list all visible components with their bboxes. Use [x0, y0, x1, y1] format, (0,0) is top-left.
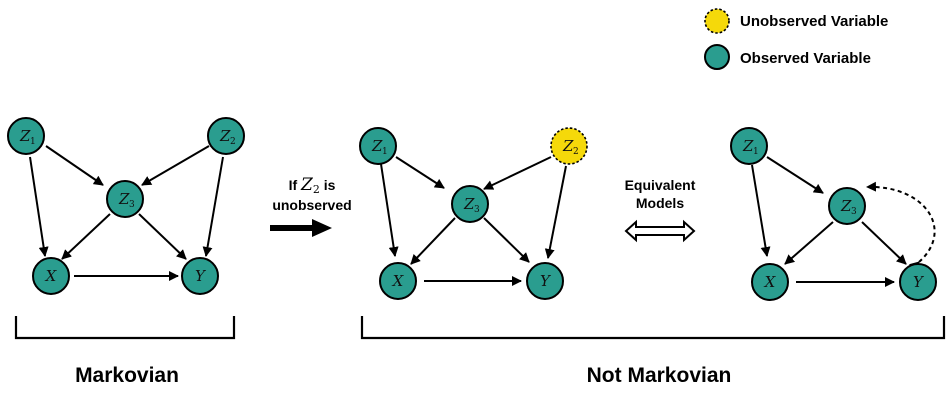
edge-z2-z3 — [483, 156, 552, 190]
edge-z1-z3 — [45, 145, 104, 186]
edge-z1-x — [29, 156, 49, 257]
graph-not-markovian-a: Z 1 Z 2 Z 3 X Y — [359, 127, 588, 300]
svg-text:2: 2 — [573, 147, 579, 157]
svg-text:Z: Z — [118, 190, 130, 208]
bracket-markovian — [14, 316, 236, 340]
edge-z3-x — [784, 221, 834, 265]
node-z3: Z 3 — [828, 187, 866, 225]
svg-text:3: 3 — [474, 205, 480, 215]
legend-unobserved: Unobserved Variable — [704, 8, 888, 34]
svg-text:Z: Z — [562, 137, 574, 155]
node-x: X — [751, 263, 789, 301]
svg-text:3: 3 — [851, 207, 857, 217]
bracket-not-markovian — [360, 316, 946, 340]
node-z3: Z 3 — [451, 185, 489, 223]
edge-z2-y — [544, 165, 567, 259]
node-y: Y — [526, 262, 564, 300]
svg-text:X: X — [392, 272, 405, 290]
svg-text:X: X — [45, 267, 58, 285]
caption-not-markovian: Not Markovian — [587, 364, 732, 387]
svg-text:2: 2 — [230, 137, 236, 147]
edge-z1-z3 — [395, 156, 445, 189]
annotation-if-unobserved: If Z2 is unobserved — [270, 175, 352, 237]
node-y: Y — [181, 257, 219, 295]
svg-text:Y: Y — [913, 273, 925, 291]
annotation-line1: If Z2 is — [289, 175, 336, 196]
edge-z3-y — [861, 221, 907, 265]
edge-z3-x — [61, 213, 111, 260]
svg-text:Z: Z — [219, 127, 231, 145]
node-x: X — [379, 262, 417, 300]
svg-text:Z: Z — [840, 197, 852, 215]
svg-text:Y: Y — [195, 267, 207, 285]
annotation-line2: unobserved — [272, 197, 351, 213]
equivalent-line2: Models — [636, 195, 684, 211]
caption-markovian: Markovian — [75, 364, 179, 387]
node-z3: Z 3 — [106, 180, 144, 218]
svg-text:1: 1 — [753, 147, 759, 157]
thick-arrow-right — [270, 219, 332, 237]
svg-text:X: X — [764, 273, 777, 291]
annotation-equivalent-models: Equivalent Models — [624, 177, 696, 243]
legend-observed-swatch — [704, 44, 730, 70]
double-arrow-icon — [624, 219, 696, 243]
edge-z3-x — [410, 217, 456, 265]
svg-text:3: 3 — [129, 200, 135, 210]
svg-text:1: 1 — [30, 137, 36, 147]
edge-z1-x — [751, 164, 771, 257]
svg-text:Z: Z — [463, 195, 475, 213]
node-z1: Z 1 — [730, 127, 768, 165]
legend-observed: Observed Variable — [704, 44, 871, 70]
legend-unobserved-label: Unobserved Variable — [740, 13, 888, 30]
svg-text:Z: Z — [742, 137, 754, 155]
node-z1: Z 1 — [7, 117, 45, 155]
equivalent-line1: Equivalent — [625, 177, 696, 193]
svg-text:Z: Z — [371, 137, 383, 155]
node-z2-unobserved: Z 2 — [550, 127, 588, 165]
legend-observed-label: Observed Variable — [740, 50, 871, 67]
edge-z1-x — [380, 163, 399, 257]
node-z1: Z 1 — [359, 127, 397, 165]
graph-markovian: Z 1 Z 2 Z 3 X Y — [7, 117, 245, 295]
edge-z1-z3 — [766, 156, 824, 194]
svg-text:1: 1 — [382, 147, 388, 157]
node-x: X — [32, 257, 70, 295]
node-z2: Z 2 — [207, 117, 245, 155]
svg-text:Y: Y — [540, 272, 552, 290]
legend: Unobserved Variable Observed Variable — [704, 8, 888, 70]
edge-z3-y — [483, 217, 530, 263]
edge-z3-y — [138, 213, 187, 260]
edge-z2-z3 — [141, 145, 210, 186]
legend-unobserved-swatch — [704, 8, 730, 34]
graph-not-markovian-b: Z 1 Z 3 X Y — [730, 127, 937, 301]
edge-z3-y-bidirected — [866, 181, 936, 272]
edge-z2-y — [202, 156, 224, 257]
node-y: Y — [899, 263, 937, 301]
svg-text:Z: Z — [19, 127, 31, 145]
